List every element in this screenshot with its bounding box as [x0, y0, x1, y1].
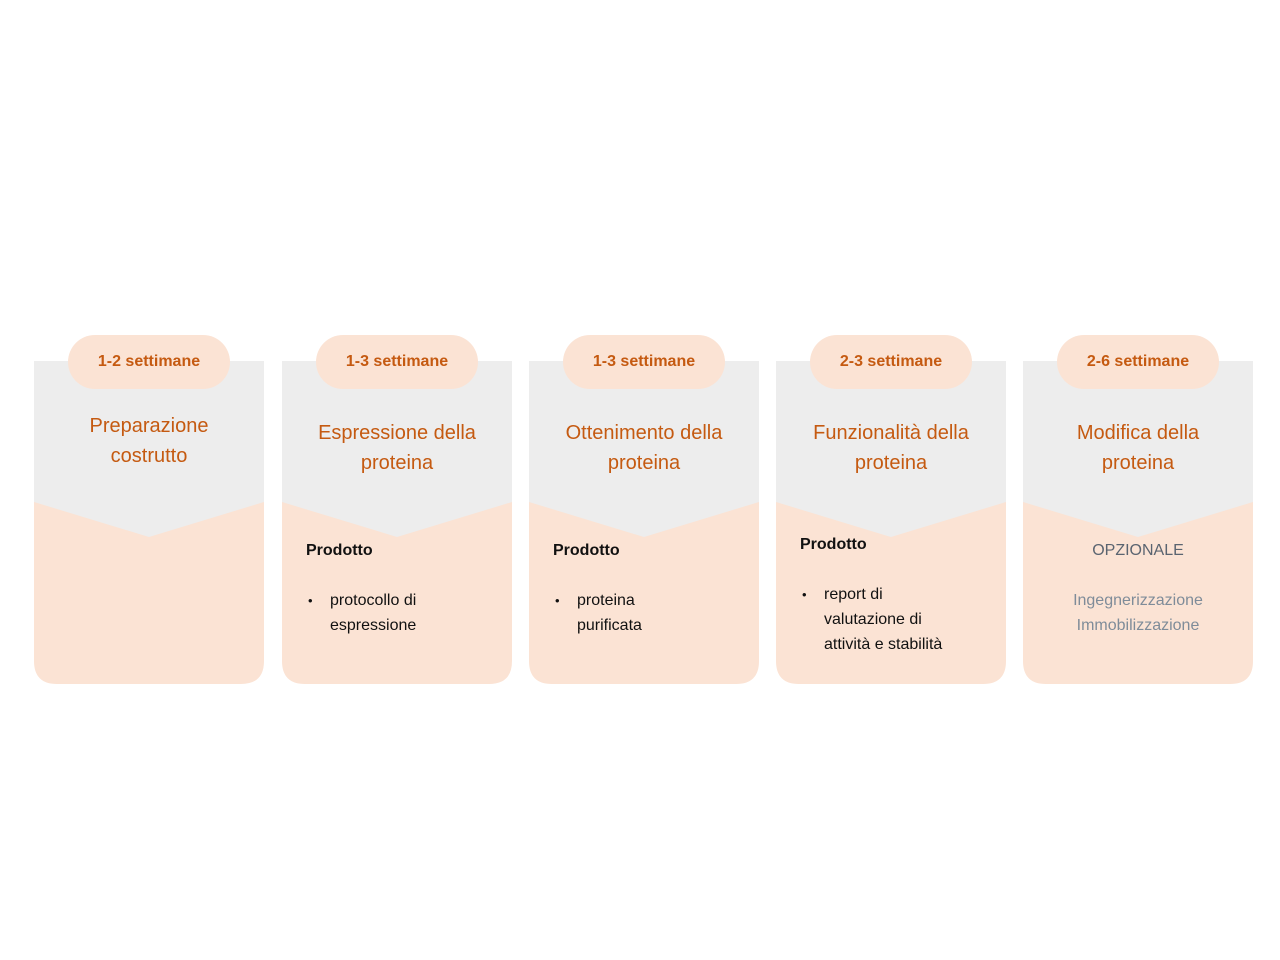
card-top-chevron [776, 361, 1006, 537]
duration-badge: 2-6 settimane [1057, 335, 1219, 389]
step-card-4: 2-3 settimane Funzionalità della protein… [776, 335, 1006, 684]
step-title: Preparazione costrutto [44, 411, 254, 471]
product-heading: Prodotto [306, 542, 373, 559]
step-card-5: 2-6 settimane Modifica della proteina OP… [1023, 335, 1253, 684]
duration-badge: 2-3 settimane [810, 335, 972, 389]
step-card-1: 1-2 settimane Preparazione costrutto [34, 335, 264, 684]
product-line-2: purificata [577, 617, 642, 634]
duration-badge: 1-3 settimane [563, 335, 725, 389]
product-item: report di valutazione di attività e stab… [800, 582, 996, 657]
product-heading: Prodotto [800, 536, 867, 553]
step-title-line-2: costrutto [110, 445, 188, 467]
duration-badge: 1-2 settimane [68, 335, 230, 389]
step-card-2: 1-3 settimane Espressione della proteina… [282, 335, 512, 684]
optional-item-2: Immobilizzazione [1076, 617, 1200, 634]
product-item: proteina purificata [553, 588, 749, 638]
step-title-line-1: Ottenimento della [565, 422, 723, 444]
step-title: Ottenimento della proteina [539, 418, 749, 478]
step-title-line-2: proteina [1101, 452, 1175, 474]
optional-list: Ingegnerizzazione Immobilizzazione [1033, 588, 1243, 638]
duration-badge: 1-3 settimane [316, 335, 478, 389]
product-list: protocollo di espressione [306, 588, 502, 638]
step-title: Funzionalità della proteina [786, 418, 996, 478]
step-title-line-1: Modifica della [1076, 422, 1200, 444]
product-heading: Prodotto [553, 542, 620, 559]
step-title-line-1: Funzionalità della [813, 422, 969, 444]
product-line-1: protocollo di [330, 592, 417, 609]
optional-item-1: Ingegnerizzazione [1073, 592, 1203, 609]
step-title-line-1: Espressione della [318, 422, 476, 444]
step-title-line-1: Preparazione [89, 415, 209, 437]
product-section: Prodotto report di valutazione di attivi… [800, 532, 996, 657]
product-line-1: report di [824, 586, 883, 603]
optional-section: OPZIONALE Ingegnerizzazione Immobilizzaz… [1033, 538, 1243, 638]
product-item: protocollo di espressione [306, 588, 502, 638]
product-line-2: valutazione di [824, 611, 922, 628]
product-line-1: proteina [577, 592, 635, 609]
step-card-1-background [34, 361, 264, 684]
product-section: Prodotto protocollo di espressione [306, 538, 502, 638]
step-title-line-2: proteina [854, 452, 928, 474]
product-line-3: attività e stabilità [824, 636, 943, 653]
card-top-chevron [1023, 361, 1253, 537]
product-list: report di valutazione di attività e stab… [800, 582, 996, 657]
step-card-5-background [1023, 361, 1253, 684]
product-line-2: espressione [330, 617, 417, 634]
card-top-chevron [282, 361, 512, 537]
card-top-chevron [34, 361, 264, 537]
step-title-line-2: proteina [607, 452, 681, 474]
product-list: proteina purificata [553, 588, 749, 638]
optional-heading: OPZIONALE [1092, 542, 1184, 559]
step-title: Espressione della proteina [292, 418, 502, 478]
card-top-chevron [529, 361, 759, 537]
step-title-line-2: proteina [360, 452, 434, 474]
step-title: Modifica della proteina [1033, 418, 1243, 478]
product-section: Prodotto proteina purificata [553, 538, 749, 638]
step-card-3: 1-3 settimane Ottenimento della proteina… [529, 335, 759, 684]
